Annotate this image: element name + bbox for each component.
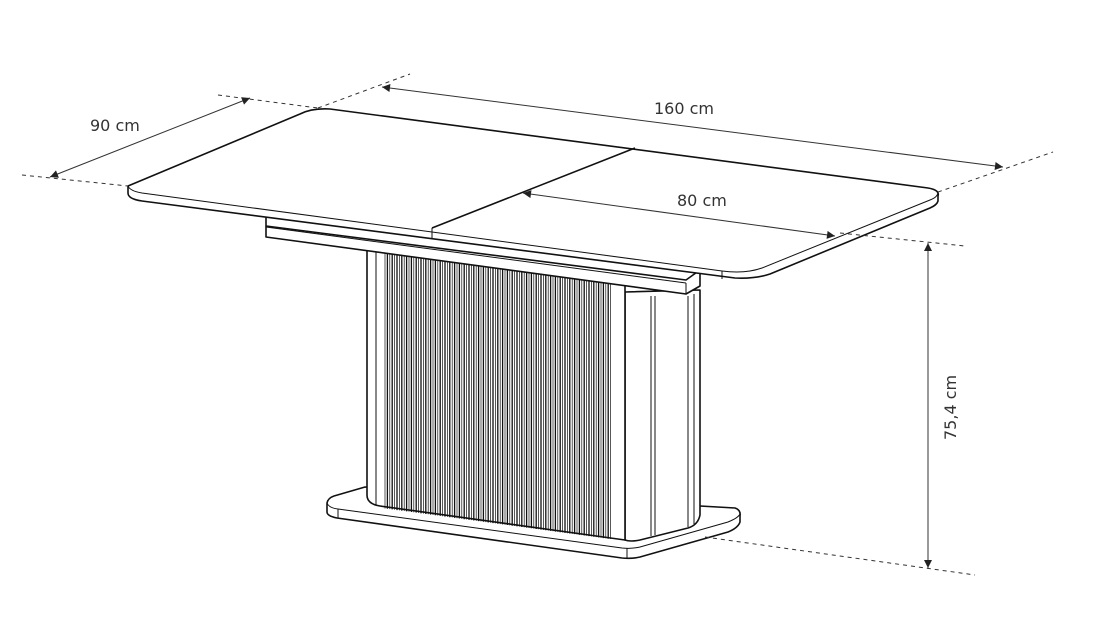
- dimension-length: 160 cm: [381, 84, 1004, 170]
- fluted-ribs: [384, 252, 611, 540]
- extension-lines: [21, 73, 1054, 576]
- dimension-height: 75,4 cm: [924, 243, 960, 568]
- length-label: 160 cm: [654, 99, 714, 118]
- dimension-extension: 80 cm: [522, 190, 836, 239]
- extension-label: 80 cm: [677, 191, 727, 210]
- dimension-depth: 90 cm: [49, 97, 251, 178]
- height-label: 75,4 cm: [941, 375, 960, 440]
- table-apron: [265, 217, 701, 295]
- pedestal: [366, 249, 701, 542]
- depth-label: 90 cm: [90, 116, 140, 135]
